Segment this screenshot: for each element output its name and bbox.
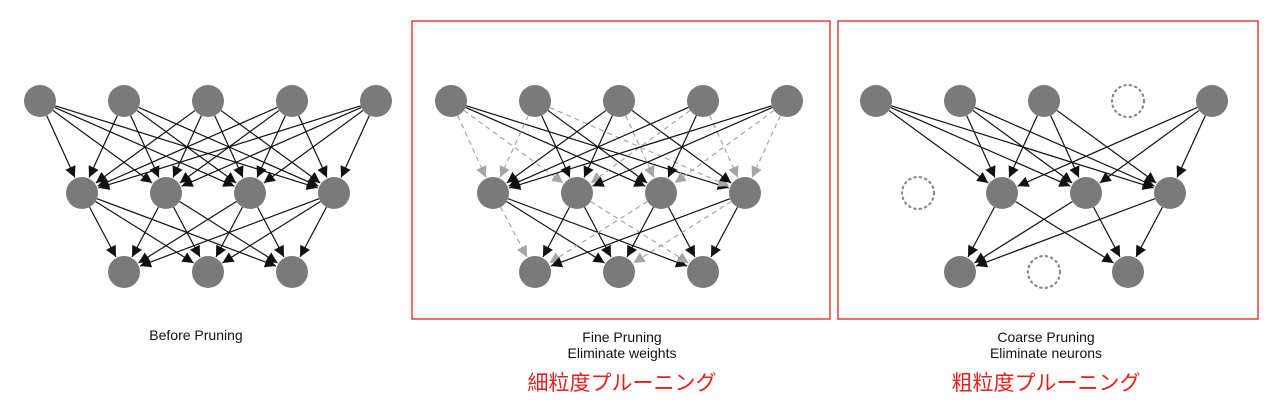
neuron — [276, 85, 308, 117]
neuron — [108, 256, 140, 288]
neuron — [519, 85, 551, 117]
weight-edge — [131, 206, 160, 258]
neuron — [192, 85, 224, 117]
weight-edge — [1017, 106, 1198, 187]
pruned-weight-edge — [499, 115, 529, 178]
weight-edge — [888, 109, 989, 184]
neuron — [24, 85, 56, 117]
weight-edge — [1008, 115, 1038, 178]
neuron — [645, 177, 677, 209]
caption-before-line1: Before Pruning — [149, 327, 243, 343]
weight-edge — [46, 115, 76, 178]
neuron — [561, 177, 593, 209]
weight-edge — [95, 109, 196, 184]
neuron — [477, 177, 509, 209]
caption-coarse-line2: Eliminate neurons — [989, 345, 1103, 361]
weight-edge — [508, 106, 689, 187]
weight-edge — [88, 115, 118, 178]
caption-fine-line1: Fine Pruning — [582, 329, 662, 345]
caption-before: Before Pruning — [96, 327, 296, 343]
weight-edge — [299, 206, 328, 258]
weight-edge — [509, 105, 772, 190]
weight-edge — [1099, 109, 1200, 184]
weight-edge — [967, 206, 996, 258]
pruned-weight-edge — [549, 106, 730, 187]
weight-edge — [222, 200, 321, 264]
neuron — [1154, 177, 1186, 209]
weight-edge — [975, 198, 1156, 268]
weight-edge — [97, 106, 278, 187]
neuron — [771, 85, 803, 117]
weight-edge — [1176, 115, 1206, 178]
neuron — [1070, 177, 1102, 209]
caption-fine-line2: Eliminate weights — [567, 345, 677, 361]
pruned-weight-edge — [549, 200, 648, 264]
pruned-weight-edge — [625, 115, 655, 178]
weight-edge — [1050, 115, 1080, 178]
weight-edge — [592, 106, 773, 187]
weight-edge — [542, 206, 571, 258]
pruned-weight-edge — [633, 200, 732, 264]
pruned-weight-edge — [590, 109, 691, 184]
panel-box-coarse — [837, 20, 1259, 320]
neuron — [150, 177, 182, 209]
neuron — [860, 85, 892, 117]
pruned-weight-edge — [499, 206, 528, 258]
weight-edge — [710, 206, 739, 258]
weight-edge — [138, 200, 237, 264]
weight-edge — [88, 206, 117, 258]
neuron — [729, 177, 761, 209]
weight-edge — [98, 105, 361, 190]
neuron — [318, 177, 350, 209]
neuron — [435, 85, 467, 117]
neuron — [687, 85, 719, 117]
neuron — [360, 85, 392, 117]
removed-neuron — [1110, 83, 1146, 119]
neuron — [944, 256, 976, 288]
pruned-weight-edge — [674, 109, 775, 184]
caption-coarse: Coarse Pruning Eliminate neurons — [946, 329, 1146, 361]
neuron — [108, 85, 140, 117]
caption-coarse-line1: Coarse Pruning — [997, 329, 1095, 345]
weight-edge — [263, 109, 364, 184]
pruned-weight-edge — [751, 115, 781, 178]
weight-edge — [974, 200, 1073, 264]
neuron — [1028, 85, 1060, 117]
removed-neuron — [900, 175, 936, 211]
weight-edge — [139, 198, 320, 268]
neuron — [687, 256, 719, 288]
neuron — [234, 177, 266, 209]
neuron — [192, 256, 224, 288]
weight-edge — [550, 198, 731, 268]
neuron — [603, 85, 635, 117]
weight-edge — [340, 115, 370, 178]
weight-edge — [966, 115, 996, 178]
pruned-weight-edge — [709, 115, 739, 178]
weight-edge — [1135, 206, 1164, 258]
weight-edge — [181, 106, 362, 187]
removed-neuron — [1026, 254, 1062, 290]
neuron — [1112, 256, 1144, 288]
label-fine-jp: 細粒度プルーニング — [527, 371, 717, 395]
neuron — [276, 256, 308, 288]
neuron — [944, 85, 976, 117]
neuron — [519, 256, 551, 288]
caption-fine: Fine Pruning Eliminate weights — [522, 329, 722, 361]
neuron — [1196, 85, 1228, 117]
neuron — [986, 177, 1018, 209]
label-coarse-jp: 粗粒度プルーニング — [951, 371, 1141, 395]
weight-edge — [1092, 206, 1121, 258]
neuron — [66, 177, 98, 209]
panel-box-fine — [411, 20, 831, 320]
weight-edge — [506, 109, 607, 184]
pruned-weight-edge — [457, 115, 487, 178]
pruned-weight-edge — [463, 109, 564, 184]
neuron — [603, 256, 635, 288]
